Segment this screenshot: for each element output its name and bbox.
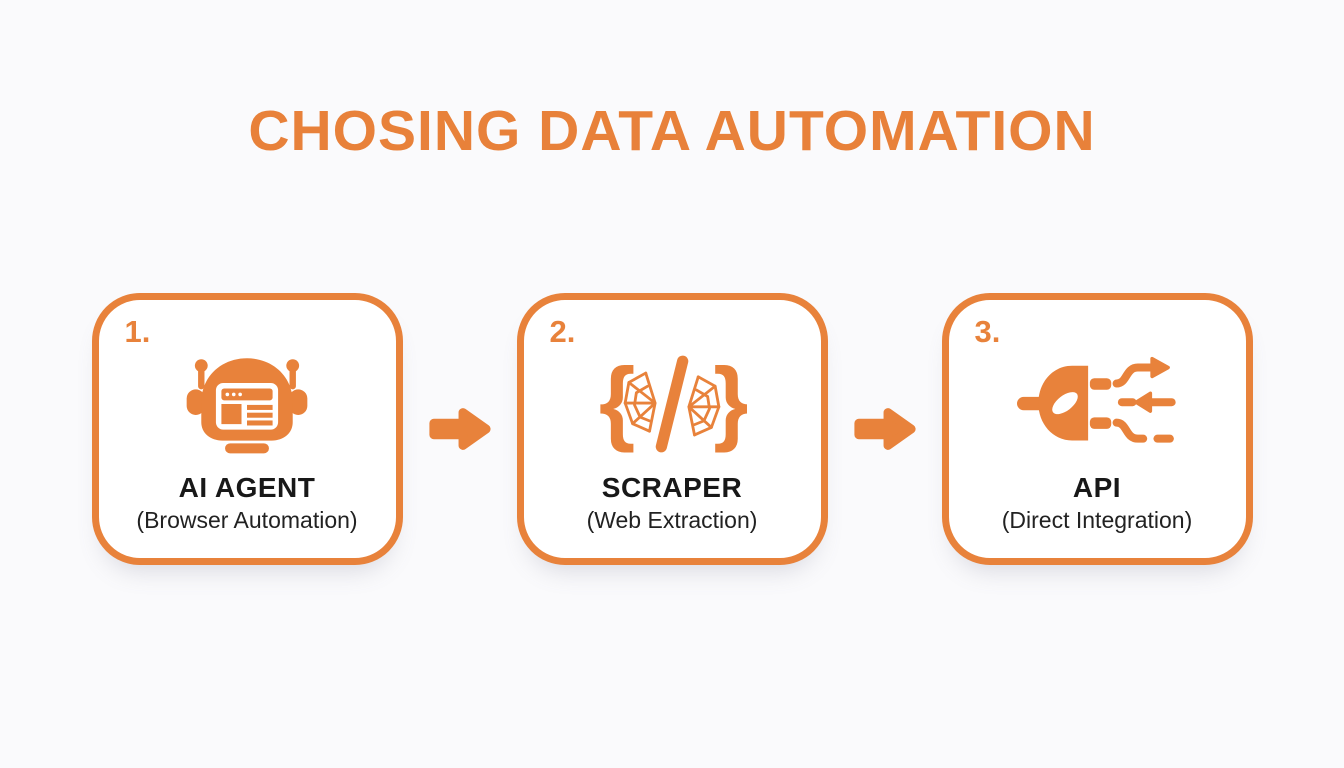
step-number: 3. [974,314,1001,349]
step-number: 2. [549,314,576,349]
code-spiderweb-icon: { } [524,346,821,462]
page-title: CHOSING DATA AUTOMATION [248,99,1096,163]
step-subtitle: (Direct Integration) [1001,507,1193,533]
right-arrow-icon [403,293,517,565]
right-arrow-icon [828,293,942,565]
plug-integration-icon [949,346,1246,462]
step-subtitle: (Web Extraction) [586,507,758,533]
step-card-ai-agent: 1. AI AGENT (Br [91,293,403,565]
step-title: SCRAPER [601,472,743,503]
step-number: 1. [124,314,151,349]
step-title: API [1072,472,1122,503]
steps-row: 1. AI AGENT (Br [0,293,1344,565]
step-card-scraper: 2. { } SCRAPER (Web Extraction) [516,293,828,565]
step-subtitle: (Browser Automation) [136,507,358,533]
step-title: AI AGENT [178,472,316,503]
step-card-api: 3. API (Direct Integration) [941,293,1253,565]
robot-browser-icon [99,346,396,462]
